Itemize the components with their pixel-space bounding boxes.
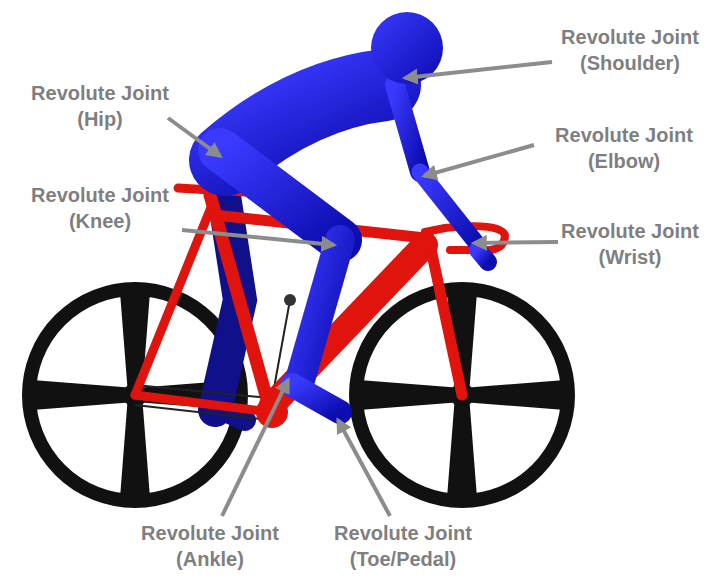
joint-label: Revolute Joint (Knee) (12, 182, 188, 234)
rider (220, 85, 488, 412)
joint-label: Revolute Joint (Toe/Pedal) (315, 520, 491, 572)
leader-arrows (168, 62, 558, 516)
joint-label: Revolute Joint (Shoulder) (542, 24, 718, 76)
joint-label: Revolute Joint (Wrist) (542, 218, 718, 270)
chain (135, 385, 270, 420)
joint-label: Revolute Joint (Hip) (12, 80, 188, 132)
joint-label: Revolute Joint (Ankle) (122, 520, 298, 572)
crank-ball (284, 294, 296, 306)
joint-label: Revolute Joint (Elbow) (536, 122, 712, 174)
